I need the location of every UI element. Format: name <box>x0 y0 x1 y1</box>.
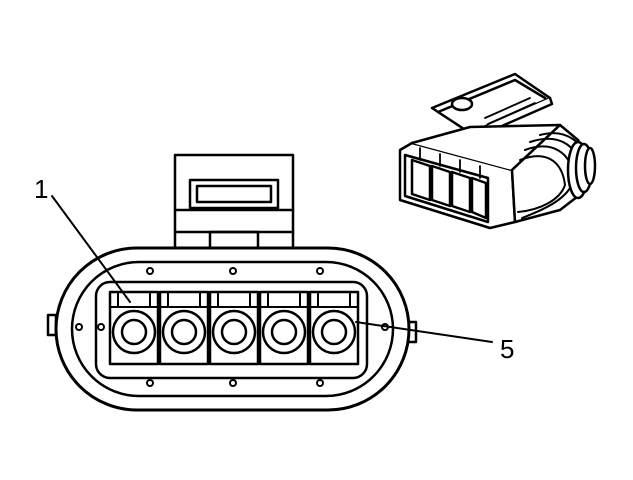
retaining-dots <box>75 267 389 387</box>
callout-label-pin-5: 5 <box>500 334 514 364</box>
connector-isometric-view <box>398 72 597 230</box>
connector-front-view <box>46 153 418 412</box>
terminal-pin-4 <box>258 290 310 366</box>
callout-pin-1: 1 <box>34 174 131 303</box>
terminal-pin-1 <box>108 290 160 366</box>
callout-label-pin-1: 1 <box>34 174 48 204</box>
terminal-pins <box>108 290 360 366</box>
terminal-pin-5 <box>308 290 360 366</box>
leader-line-pin-1 <box>51 195 131 303</box>
terminal-pin-2 <box>158 290 210 366</box>
terminal-pin-3 <box>208 290 260 366</box>
leader-line-pin-5 <box>355 321 493 343</box>
callout-pin-5: 5 <box>355 321 514 364</box>
